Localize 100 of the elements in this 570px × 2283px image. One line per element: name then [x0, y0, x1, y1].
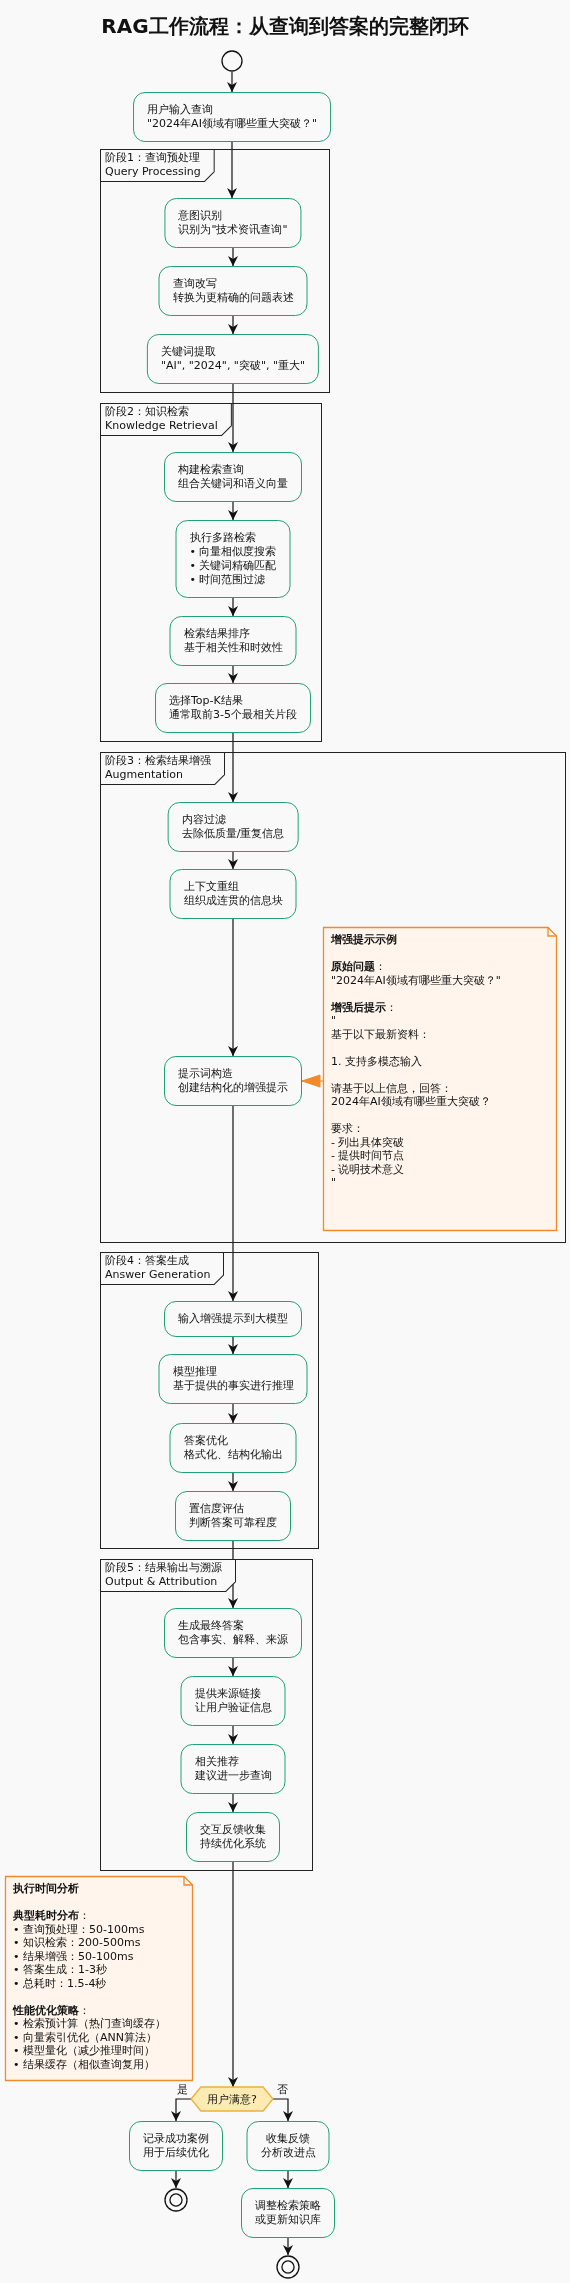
activity-title: 内容过滤: [181, 813, 227, 827]
flow-arrow: [228, 851, 238, 870]
note-text: 请基于以上信息，回答：: [331, 1081, 453, 1095]
phase-title: 阶段1：查询预处理: [105, 151, 201, 165]
note-text: • 总耗时：1.5-4秒: [13, 1976, 108, 1990]
note-text: • 知识检索：200-500ms: [13, 1936, 142, 1950]
note-text: 增强后提示：: [331, 1000, 398, 1014]
decision-text: 用户满意?: [207, 2091, 257, 2107]
activity-box: [146, 334, 320, 384]
phase-title: 阶段5：结果输出与溯源: [105, 1561, 222, 1575]
branch-arrow: [171, 2098, 192, 2122]
activity-box: [169, 1423, 297, 1473]
note-heading: 执行时间分析: [13, 1882, 80, 1896]
activity-box: [164, 452, 302, 502]
activity-box: [241, 2188, 335, 2238]
activity-detail: 组织成连贯的信息块: [183, 894, 283, 908]
note-text: - 说明技术意义: [331, 1162, 406, 1176]
activity-box: [164, 1608, 302, 1658]
flow-arrow: [283, 2237, 293, 2256]
phase-frame: [100, 149, 330, 393]
activity-title: 提示词构造: [178, 1067, 234, 1081]
activity-box: [133, 92, 331, 142]
flow-arrow: [228, 1472, 238, 1492]
activity-title: 上下文重组: [183, 880, 240, 894]
activity-detail: 通常取前3-5个最相关片段: [169, 708, 297, 722]
activity-detail: 或更新知识库: [255, 2213, 321, 2227]
activity-title: 置信度评估: [189, 1502, 245, 1516]
activity-box: [155, 683, 311, 733]
flow-arrow: [228, 1403, 238, 1424]
note-text: 性能优化策略：: [13, 2003, 91, 2017]
activity-title: 收集反馈: [265, 2132, 311, 2146]
note-text: - 提供时间节点: [331, 1149, 406, 1163]
activity-title: 选择Top-K结果: [169, 694, 244, 708]
activity-title: 记录成功案例: [143, 2132, 209, 2146]
activity-detail: 转换为更精确的问题表述: [172, 291, 294, 305]
phase-title: 阶段2：知识检索: [105, 405, 190, 419]
flow-arrow: [228, 383, 238, 453]
phase-title: Output & Attribution: [105, 1575, 219, 1589]
note-text: 要求：: [331, 1122, 365, 1136]
phase-frame: [100, 1559, 313, 1871]
note-text: 2024年AI领域有哪些重大突破？: [331, 1095, 492, 1109]
note-text: "2024年AI领域有哪些重大突破？": [331, 973, 502, 987]
phase-title: 阶段3：检索结果增强: [105, 754, 211, 768]
activity-detail: • 向量相似度搜索: [189, 545, 277, 559]
activity-title: 交互反馈收集: [200, 1823, 266, 1837]
diagram-title: RAG工作流程：从查询到答案的完整闭环: [100, 13, 470, 40]
note-text: ": [331, 1014, 338, 1028]
activity-title: 相关推荐: [194, 1755, 240, 1769]
note-text: 基于以下最新资料：: [331, 1027, 431, 1041]
note-text: 1. 支持多模态输入: [331, 1054, 423, 1068]
activity-title: 查询改写: [172, 277, 218, 291]
note-text: • 查询预处理：50-100ms: [13, 1922, 146, 1936]
activity-box: [167, 802, 299, 852]
note-text: 原始问题：: [331, 960, 387, 974]
activity-title: 检索结果排序: [183, 627, 251, 641]
branch-arrow: [272, 2098, 293, 2122]
note-heading: 增强提示示例: [331, 933, 398, 947]
flow-arrow: [227, 141, 237, 199]
activity-title: 执行多路检索: [189, 531, 257, 545]
note-text: - 列出具体突破: [331, 1135, 406, 1149]
phase-frame: [100, 752, 566, 1243]
phase-title: 阶段4：答案生成: [105, 1254, 190, 1268]
activity-box: [175, 520, 291, 598]
activity-detail: 识别为"技术资讯查询": [178, 223, 288, 237]
phase-title: Knowledge Retrieval: [105, 419, 218, 433]
activity-title: 提供来源链接: [194, 1687, 262, 1701]
phase-title: Augmentation: [105, 768, 185, 782]
flow-arrow: [283, 2170, 293, 2189]
activity-box: [175, 1491, 291, 1541]
activity-box: [186, 1812, 280, 1862]
activity-title: 构建检索查询: [178, 463, 245, 477]
activity-box: [180, 1676, 286, 1726]
note-text: • 向量索引优化（ANN算法）: [13, 2030, 158, 2044]
activity-detail: • 关键词精确匹配: [189, 559, 277, 573]
activity-box: [164, 198, 302, 248]
activity-title: 调整检索策略: [255, 2199, 321, 2213]
activity-title: 输入增强提示到大模型: [178, 1312, 288, 1326]
activity-box: [158, 266, 308, 316]
activity-box: [169, 869, 297, 919]
phase-frame: [100, 403, 322, 742]
activity-detail: 持续优化系统: [200, 1837, 266, 1851]
note-text: • 结果增强：50-100ms: [13, 1949, 135, 1963]
flow-arrow: [228, 1793, 238, 1813]
activity-detail: • 时间范围过滤: [189, 573, 267, 587]
phase-title: Answer Generation: [105, 1268, 211, 1282]
activity-title: 用户输入查询: [147, 103, 215, 117]
activity-detail: 基于相关性和时效性: [183, 641, 283, 655]
activity-box: [129, 2121, 223, 2171]
flow-arrow: [228, 247, 238, 267]
flow-arrow: [171, 2170, 181, 2189]
activity-detail: "2024年AI领域有哪些重大突破？": [147, 117, 317, 131]
activity-detail: 组合关键词和语义向量: [178, 477, 288, 491]
activity-box: [246, 2121, 330, 2171]
edge-label: 是: [176, 2083, 190, 2096]
flow-arrow: [228, 732, 238, 803]
activity-detail: 分析改进点: [260, 2146, 316, 2160]
activity-box: [158, 1354, 308, 1404]
flow-arrow: [228, 1861, 238, 2088]
flow-arrow: [228, 918, 238, 1057]
activity-title: 生成最终答案: [178, 1619, 245, 1633]
